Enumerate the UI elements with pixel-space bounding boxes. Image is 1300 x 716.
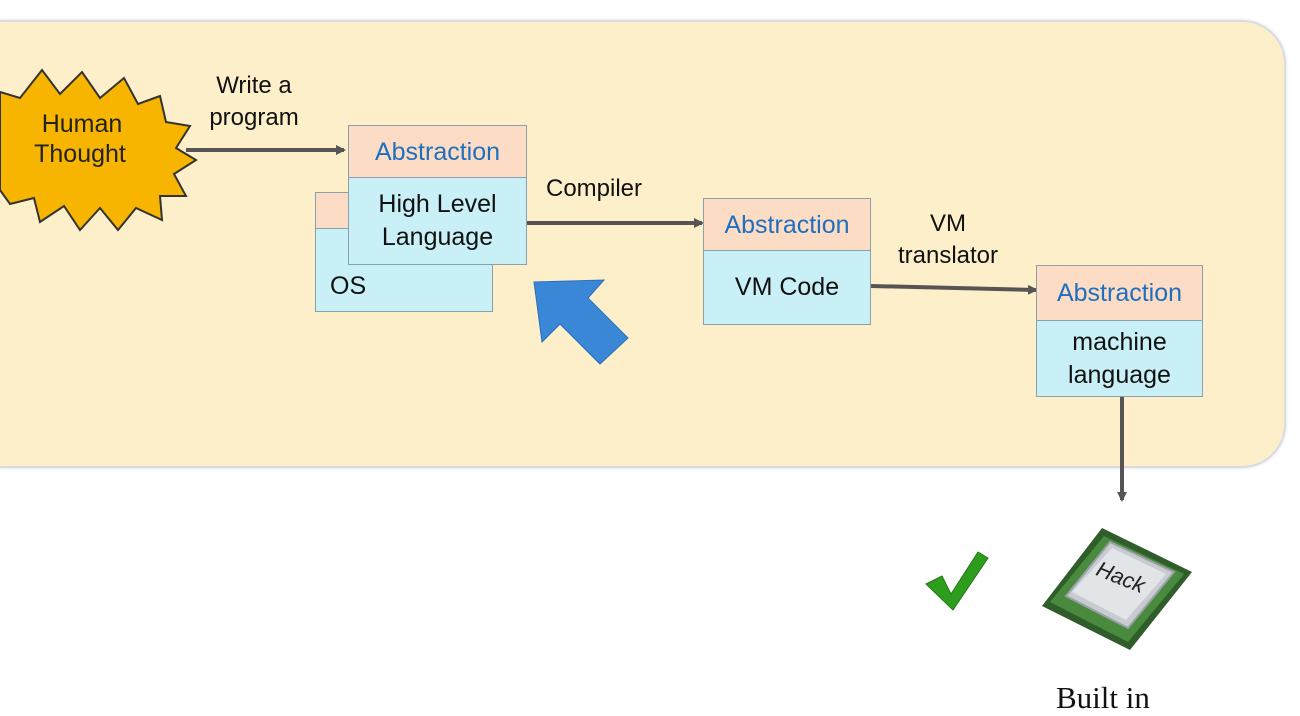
human-thought-line1: Human: [42, 110, 123, 138]
human-thought-starburst: [0, 68, 198, 232]
built-in-caption: Built in: [1056, 680, 1150, 715]
machine-line1: machine: [1072, 327, 1167, 356]
checkmark-icon: [925, 551, 989, 611]
hll-line1: High Level: [378, 190, 497, 218]
compiler-label: Compiler: [546, 175, 643, 202]
vm-translator-arrow: [870, 284, 1038, 295]
machine-box-header: Abstraction: [1037, 266, 1202, 321]
vm-code-box: Abstraction VM Code: [703, 198, 871, 325]
write-program-label: Write a program: [196, 70, 312, 134]
hll-box-body: High Level Language: [349, 178, 526, 264]
vm-translator-line1: VM: [930, 210, 966, 237]
human-thought-line2: Thought: [34, 140, 126, 168]
vm-translator-line2: translator: [897, 242, 999, 269]
write-program-line2: program: [209, 104, 299, 131]
high-level-language-box: Abstraction High Level Language: [348, 125, 527, 265]
vm-box-body: VM Code: [734, 273, 840, 301]
os-label: OS: [330, 272, 367, 300]
cpu-chip-icon: Hack: [1042, 528, 1192, 650]
vm-box-header: Abstraction: [704, 199, 870, 251]
hll-box-header: Abstraction: [349, 126, 526, 178]
hll-line2: Language: [381, 223, 494, 251]
vm-translator-label: VM translator: [886, 208, 1010, 272]
write-program-line1: Write a: [216, 72, 292, 99]
machine-box-body: machine language: [1037, 321, 1202, 396]
machine-language-box: Abstraction machine language: [1036, 265, 1203, 397]
big-blue-arrow-icon: [533, 279, 629, 365]
machine-line2: language: [1068, 360, 1171, 389]
